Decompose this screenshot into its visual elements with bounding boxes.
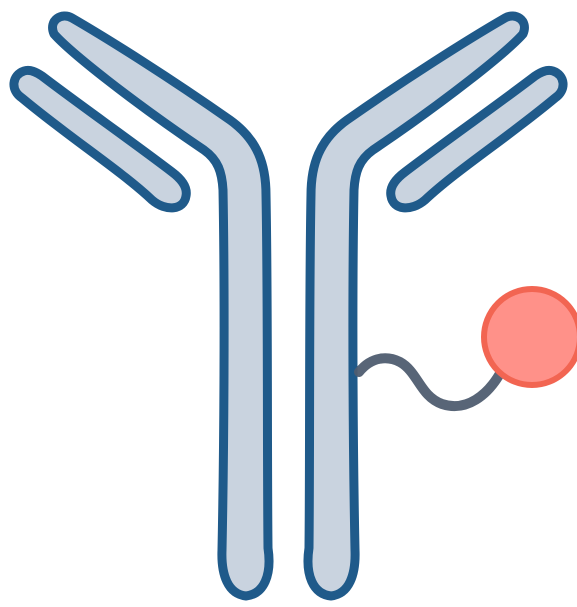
payload-circle: [484, 289, 577, 385]
linker: [359, 358, 502, 406]
antibody: [14, 16, 563, 596]
